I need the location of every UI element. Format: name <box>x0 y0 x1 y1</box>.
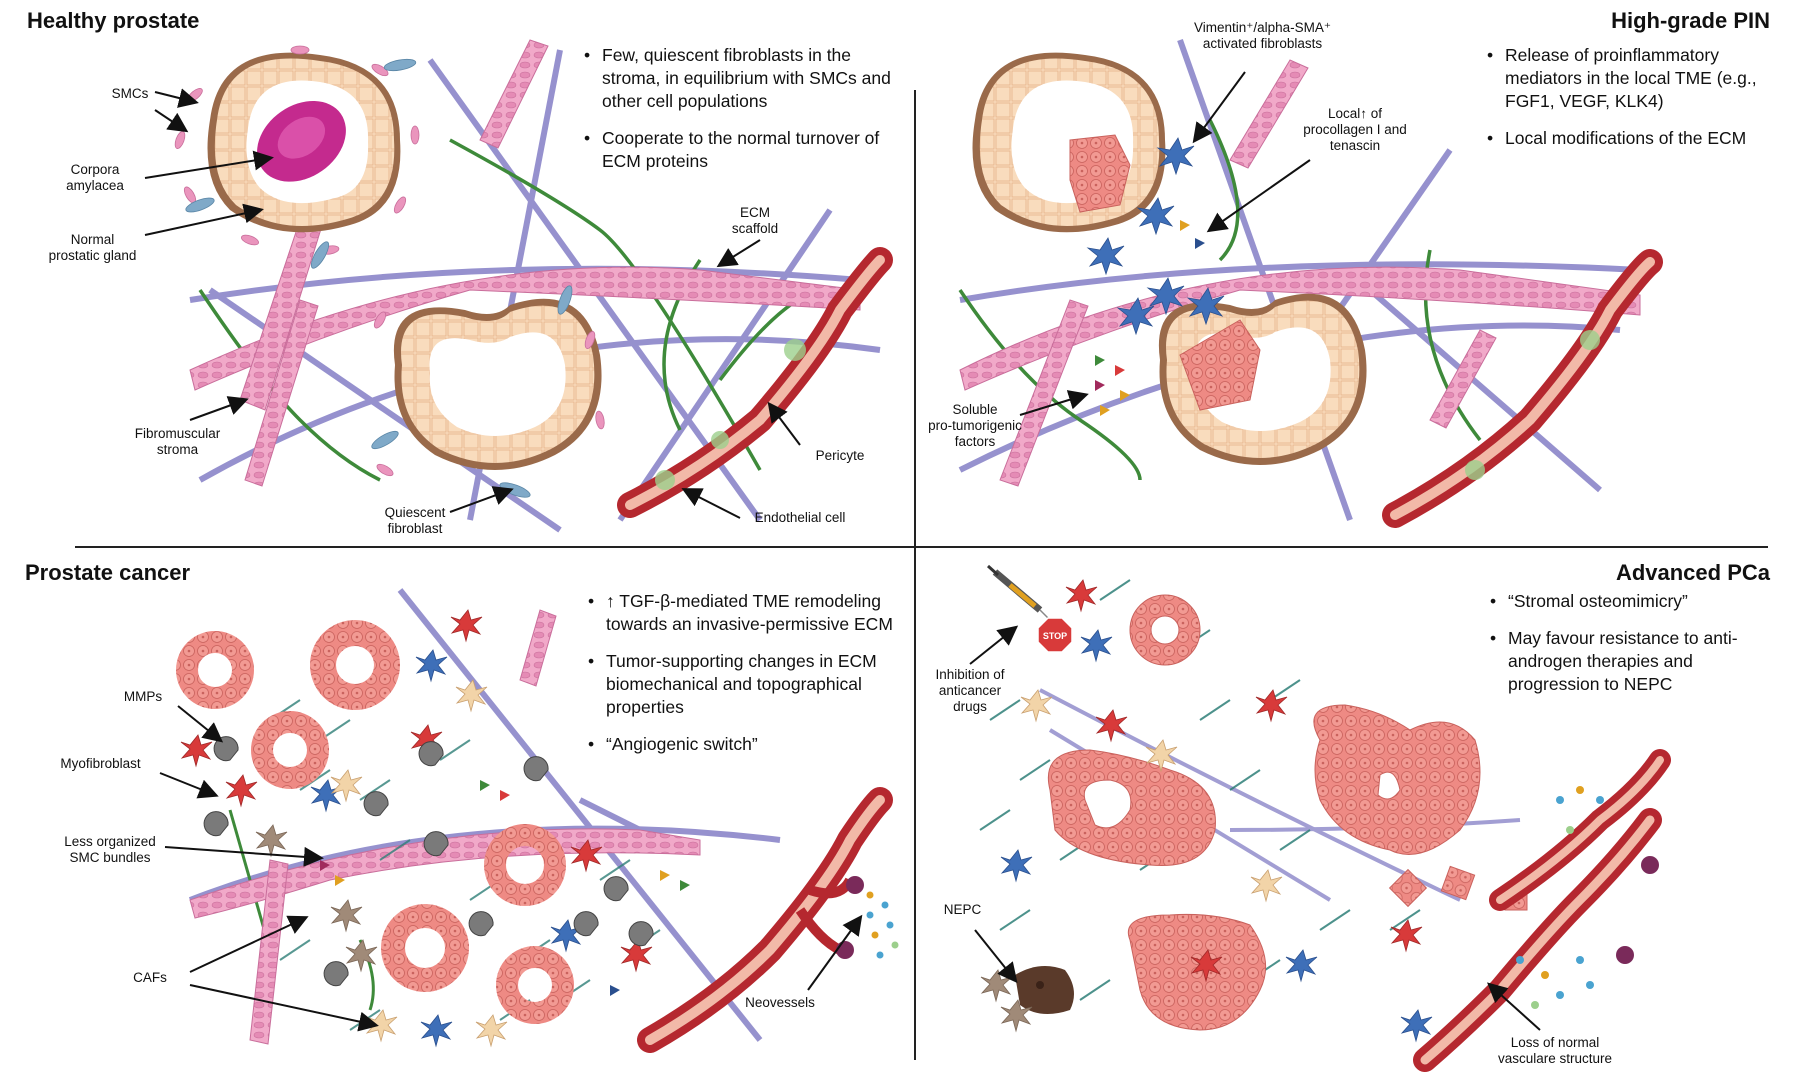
leader-arrows <box>144 71 1541 1032</box>
bullet-item: Few, quiescent fibroblasts in the stroma… <box>584 44 904 113</box>
label-ecm-scaffold: ECM scaffold <box>731 205 779 236</box>
bullet-item: ↑ TGF-β-mediated TME remodeling towards … <box>588 590 898 636</box>
label-smcs: SMCs <box>111 86 149 101</box>
label-soluble-factors: Soluble pro-tumorigenic factors <box>928 402 1022 449</box>
label-pericyte: Pericyte <box>815 448 865 463</box>
label-fibromuscular-stroma: Fibromuscular stroma <box>134 426 221 457</box>
label-loss-vasculature: Loss of normal vasculare structure <box>1497 1035 1613 1066</box>
bullet-item: Release of proinflammatory mediators in … <box>1487 44 1797 113</box>
panel-title-advanced: Advanced PCa <box>1615 560 1770 585</box>
panel-title-healthy: Healthy prostate <box>27 8 200 33</box>
label-endothelial-cell: Endothelial cell <box>754 510 846 525</box>
panel-title-pin: High-grade PIN <box>1611 8 1770 33</box>
label-cafs: CAFs <box>133 970 167 985</box>
bullet-item: Tumor-supporting changes in ECM biomecha… <box>588 650 898 719</box>
cancer-illustration <box>176 588 899 1053</box>
bullets-pin: Release of proinflammatory mediators in … <box>1487 44 1797 164</box>
bullets-healthy: Few, quiescent fibroblasts in the stroma… <box>584 44 904 187</box>
panel-title-cancer: Prostate cancer <box>25 560 191 585</box>
bullet-item: Local modifications of the ECM <box>1487 127 1797 150</box>
label-neovessels: Neovessels <box>745 995 815 1010</box>
stop-sign-label: STOP <box>1042 631 1068 641</box>
label-normal-gland: Normal prostatic gland <box>48 232 137 263</box>
bullets-cancer: ↑ TGF-β-mediated TME remodeling towards … <box>588 590 898 770</box>
bullets-advanced: “Stromal osteomimicry” May favour resist… <box>1490 590 1770 710</box>
panel-dividers <box>75 90 1768 1060</box>
bullet-item: “Angiogenic switch” <box>588 733 898 756</box>
pin-illustration <box>958 38 1663 528</box>
label-myofibroblast: Myofibroblast <box>60 756 141 771</box>
label-procollagen: Local↑ of procollagen I and tenascin <box>1303 106 1407 153</box>
healthy-illustration <box>174 39 893 533</box>
label-quiescent-fibroblast: Quiescent fibroblast <box>384 505 446 536</box>
label-corpora-amylacea: Corpora amylacea <box>66 162 124 193</box>
bullet-item: Cooperate to the normal turnover of ECM … <box>584 127 904 173</box>
label-activated-fibroblasts: Vimentin⁺/alpha-SMA⁺ activated fibroblas… <box>1193 20 1332 51</box>
label-nepc: NEPC <box>943 902 982 917</box>
label-smc-bundles: Less organized SMC bundles <box>64 834 156 865</box>
label-inhibition: Inhibition of anticancer drugs <box>935 667 1005 714</box>
bullet-item: “Stromal osteomimicry” <box>1490 590 1770 613</box>
bullet-item: May favour resistance to anti-androgen t… <box>1490 627 1770 696</box>
advanced-illustration <box>979 564 1671 1072</box>
label-mmps: MMPs <box>123 689 163 704</box>
